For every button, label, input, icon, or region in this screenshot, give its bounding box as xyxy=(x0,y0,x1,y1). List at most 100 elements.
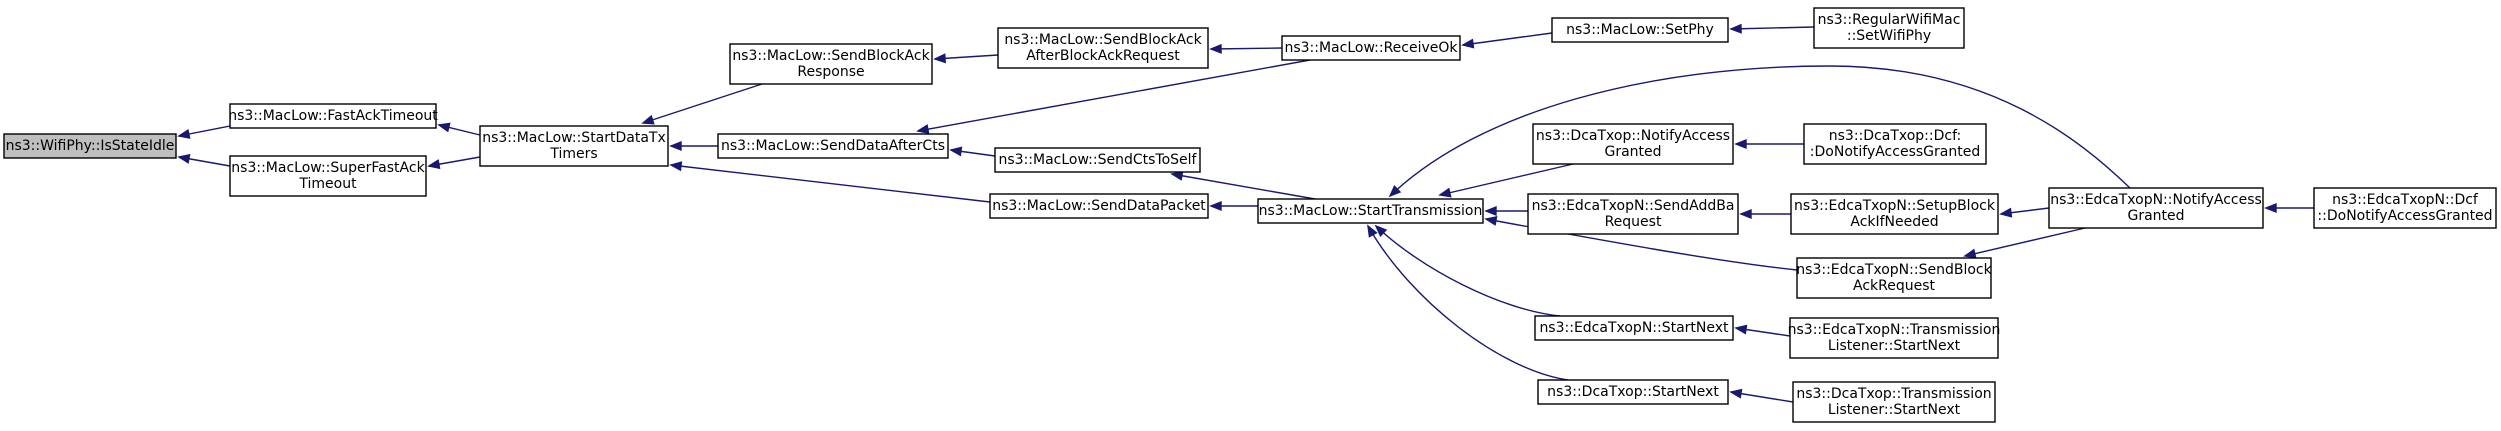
node-box xyxy=(717,133,949,159)
node-box xyxy=(229,155,427,197)
node-ns3-wifiphy-isstateidle[interactable]: ns3::WifiPhy::IsStateIdle xyxy=(3,133,177,159)
arrowhead-icon xyxy=(177,129,191,139)
edge-line xyxy=(1375,225,1561,317)
node-box xyxy=(3,133,177,159)
node-box xyxy=(1803,123,1987,165)
arrowhead-icon xyxy=(437,122,451,133)
edge-line xyxy=(1439,163,1574,196)
arrowhead-icon xyxy=(1209,43,1222,54)
arrowhead-icon xyxy=(949,146,963,157)
arrowhead-icon xyxy=(1461,38,1475,49)
node-label: AfterBlockAckRequest xyxy=(1026,48,1180,64)
node-label: ns3::EdcaTxopN::SendBlock xyxy=(1796,262,1992,278)
node-box xyxy=(1534,315,1734,341)
node-label: ns3::EdcaTxopN::SetupBlock xyxy=(1794,198,1996,214)
node-box xyxy=(997,27,1209,69)
edge-n16-n21 xyxy=(1729,388,1794,403)
node-label: Response xyxy=(797,64,864,80)
node-ns3-maclow-sendblockack-afterblockackrequest[interactable]: ns3::MacLow::SendBlockAckAfterBlockAckRe… xyxy=(997,27,1209,69)
node-ns3-maclow-receiveok[interactable]: ns3::MacLow::ReceiveOk xyxy=(1281,35,1461,61)
node-box xyxy=(1281,35,1461,61)
node-label: Granted xyxy=(1604,144,1661,160)
edge-n14-n18 xyxy=(1739,208,1791,220)
node-ns3-maclow-starttransmission[interactable]: ns3::MacLow::StartTransmission xyxy=(1257,198,1484,224)
edge-line xyxy=(1367,225,1569,381)
node-box xyxy=(1790,193,1999,235)
node-ns3-edcatxopn-notifyaccess-granted[interactable]: ns3::EdcaTxopN::NotifyAccessGranted xyxy=(2048,187,2264,229)
node-label: ns3::EdcaTxopN::SendAddBa xyxy=(1532,198,1735,214)
arrowhead-icon xyxy=(1438,187,1452,198)
arrowhead-icon xyxy=(916,124,930,135)
edge-n18-n22 xyxy=(1999,207,2050,218)
node-label: ::SetWifiPhy xyxy=(1847,28,1931,44)
edge-line xyxy=(1210,47,1283,50)
node-label: ns3::DcaTxop::Dcf: xyxy=(1829,128,1961,144)
node-box xyxy=(2313,187,2497,229)
node-ns3-maclow-setphy[interactable]: ns3::MacLow::SetPhy xyxy=(1551,17,1729,43)
edge-n15-n20 xyxy=(1734,324,1791,337)
node-ns3-dcatxop-notifyaccess-granted[interactable]: ns3::DcaTxop::NotifyAccessGranted xyxy=(1532,123,1734,165)
node-label: ns3::MacLow::SendDataAfterCts xyxy=(721,138,945,154)
edge-n11-n12 xyxy=(1729,23,1815,34)
node-label: ns3::DcaTxop::Transmission xyxy=(1796,386,1991,402)
node-ns3-regularwifimac-setwifiphy[interactable]: ns3::RegularWifiMac::SetWifiPhy xyxy=(1813,7,1965,49)
node-ns3-dcatxop-transmission-listener-startnext[interactable]: ns3::DcaTxop::TransmissionListener::Star… xyxy=(1792,381,1996,423)
node-label: ::DoNotifyAccessGranted xyxy=(2317,208,2492,224)
arrowhead-icon xyxy=(1170,170,1184,181)
node-ns3-edcatxopn-dcf-donotifyaccessgranted[interactable]: ns3::EdcaTxopN::Dcf::DoNotifyAccessGrant… xyxy=(2313,187,2497,229)
node-box xyxy=(1527,193,1739,235)
node-label: ns3::MacLow::SendBlockAck xyxy=(1004,32,1202,48)
node-ns3-dcatxop-startnext[interactable]: ns3::DcaTxop::StartNext xyxy=(1537,379,1729,405)
arrowhead-icon xyxy=(641,114,655,125)
edge-n0-n2 xyxy=(177,153,231,167)
node-label: Granted xyxy=(2127,208,2184,224)
node-ns3-maclow-fastacktimeout[interactable]: ns3::MacLow::FastAckTimeout xyxy=(228,103,438,129)
node-label: ns3::MacLow::SuperFastAck xyxy=(231,160,425,176)
edge-n8-n9 xyxy=(1170,170,1316,200)
node-label: Request xyxy=(1605,214,1662,230)
node-label: ns3::EdcaTxopN::Dcf xyxy=(2332,192,2479,208)
edge-line xyxy=(1171,173,1316,200)
node-label: ns3::RegularWifiMac xyxy=(1818,12,1961,28)
edge-line xyxy=(642,83,763,124)
edge-n2-n3 xyxy=(427,156,481,170)
node-ns3-dcatxop-dcf-donotifyaccessgranted[interactable]: ns3::DcaTxop::Dcf::DoNotifyAccessGranted xyxy=(1803,123,1987,165)
edge-n5-n10 xyxy=(916,59,1311,135)
node-box xyxy=(1537,379,1729,405)
edge-n3-n4 xyxy=(641,83,763,125)
arrowhead-icon xyxy=(933,53,946,64)
node-ns3-maclow-senddataaftercts[interactable]: ns3::MacLow::SendDataAfterCts xyxy=(717,133,949,159)
node-label: Listener::StartNext xyxy=(1828,402,1961,418)
edge-n3-n6 xyxy=(669,161,991,203)
node-ns3-edcatxopn-transmission-listener-startnext[interactable]: ns3::EdcaTxopN::TransmissionListener::St… xyxy=(1788,317,2001,359)
node-label: ns3::MacLow::SendCtsToSelf xyxy=(999,152,1198,168)
edge-n10-n11 xyxy=(1461,32,1553,49)
arrowhead-icon xyxy=(1734,324,1748,335)
node-box xyxy=(1813,7,1965,49)
arrowhead-icon xyxy=(2264,202,2277,214)
node-box xyxy=(479,125,669,167)
edge-n22-n23 xyxy=(2264,202,2314,214)
node-label: ns3::EdcaTxopN::Transmission xyxy=(1788,322,2001,338)
arrowhead-icon xyxy=(1209,200,1222,212)
node-ns3-edcatxopn-startnext[interactable]: ns3::EdcaTxopN::StartNext xyxy=(1534,315,1734,341)
arrowhead-icon xyxy=(1484,215,1498,226)
node-box xyxy=(1796,257,1992,299)
arrowhead-icon xyxy=(1367,224,1378,238)
node-label: ns3::WifiPhy::IsStateIdle xyxy=(6,138,175,154)
arrowhead-icon xyxy=(1734,138,1747,150)
node-ns3-maclow-senddatapacket[interactable]: ns3::MacLow::SendDataPacket xyxy=(989,193,1209,219)
node-box xyxy=(1551,17,1729,43)
edge-line xyxy=(917,59,1311,132)
edge-line xyxy=(1389,65,2131,197)
node-label: ns3::MacLow::FastAckTimeout xyxy=(228,108,438,124)
edge-n9-n22 xyxy=(1388,65,2131,198)
node-ns3-maclow-sendctstoself[interactable]: ns3::MacLow::SendCtsToSelf xyxy=(994,147,1201,173)
